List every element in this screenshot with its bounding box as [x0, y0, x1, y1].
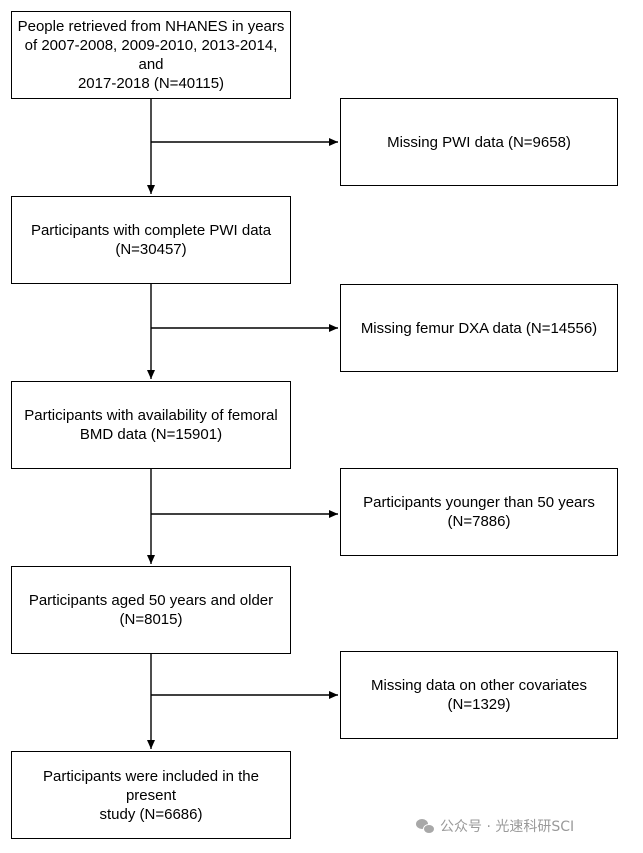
step-box-femoral-bmd: Participants with availability of femora…	[11, 381, 291, 469]
step-text-line: of 2007-2008, 2009-2010, 2013-2014, and	[24, 37, 278, 73]
step-text-line: Participants aged 50 years and older	[28, 592, 274, 609]
step-text-line: People retrieved from NHANES in years	[17, 18, 285, 35]
step-text-line: Participants were included in the presen…	[43, 767, 259, 804]
exclusion-text-line: (N=7886)	[447, 513, 511, 530]
step-text-line: (N=30457)	[115, 241, 187, 258]
exclusion-box-missing-dxa: Missing femur DXA data (N=14556)	[340, 284, 618, 372]
exclusion-text-line: Missing femur DXA data (N=14556)	[360, 319, 598, 337]
step-box-aged-50-plus: Participants aged 50 years and older (N=…	[11, 566, 291, 654]
step-text-line: study (N=6686)	[99, 805, 203, 823]
step-box-initial-sample: People retrieved from NHANES in years of…	[11, 11, 291, 99]
exclusion-text-line: Missing PWI data (N=9658)	[387, 133, 571, 151]
step-box-final-sample: Participants were included in the presen…	[11, 751, 291, 839]
exclusion-box-missing-pwi: Missing PWI data (N=9658)	[340, 98, 618, 186]
step-box-complete-pwi: Participants with complete PWI data (N=3…	[11, 196, 291, 284]
chat-bubble-icon	[416, 819, 435, 834]
step-text-line: (N=8015)	[119, 611, 183, 628]
step-text-line: 2017-2018 (N=40115)	[77, 75, 225, 92]
exclusion-box-missing-covariates: Missing data on other covariates (N=1329…	[340, 651, 618, 739]
watermark-text: 公众号 · 光速科研SCI	[440, 819, 575, 835]
step-text-line: Participants with complete PWI data	[30, 222, 272, 239]
exclusion-box-younger-than-50: Participants younger than 50 years (N=78…	[340, 468, 618, 556]
step-text-line: Participants with availability of femora…	[24, 407, 278, 424]
exclusion-text-line: Missing data on other covariates (N=1329…	[371, 677, 587, 713]
step-text-line: BMD data (N=15901)	[79, 426, 223, 443]
exclusion-text-line: Participants younger than 50 years	[363, 494, 595, 511]
watermark: 公众号 · 光速科研SCI	[416, 816, 574, 836]
